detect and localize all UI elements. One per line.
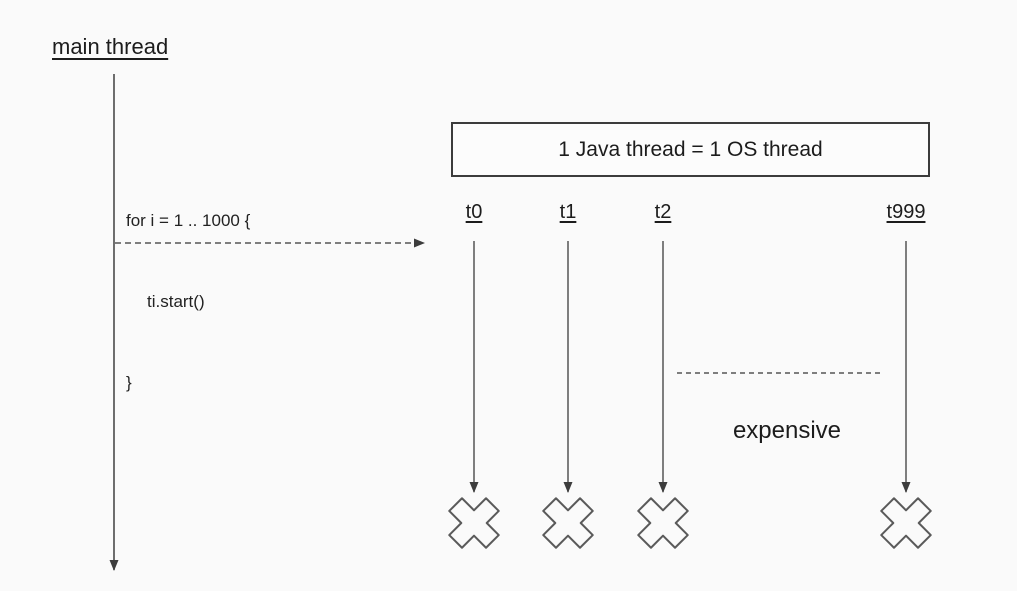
code-line-close-brace: } xyxy=(126,373,132,392)
thread-t2-x-cross-icon xyxy=(637,497,689,549)
code-line-for: for i = 1 .. 1000 { xyxy=(126,211,251,230)
thread-t0-x-cross-icon xyxy=(448,497,500,549)
code-line-start: ti.start() xyxy=(147,292,205,311)
main-thread-label: main thread xyxy=(52,34,169,59)
thread-label-t999: t999 xyxy=(886,201,926,223)
expensive-annotation: expensive xyxy=(732,417,842,444)
thread-label-t1: t1 xyxy=(559,201,577,223)
thread-label-t0: t0 xyxy=(465,201,483,223)
java-os-thread-banner: 1 Java thread = 1 OS thread xyxy=(451,122,930,177)
thread-t999-x-cross-icon xyxy=(880,497,932,549)
loop-code-block: for i = 1 .. 1000 { ti.start() } xyxy=(126,153,250,450)
thread-label-t2: t2 xyxy=(654,201,672,223)
thread-t1-x-cross-icon xyxy=(542,497,594,549)
